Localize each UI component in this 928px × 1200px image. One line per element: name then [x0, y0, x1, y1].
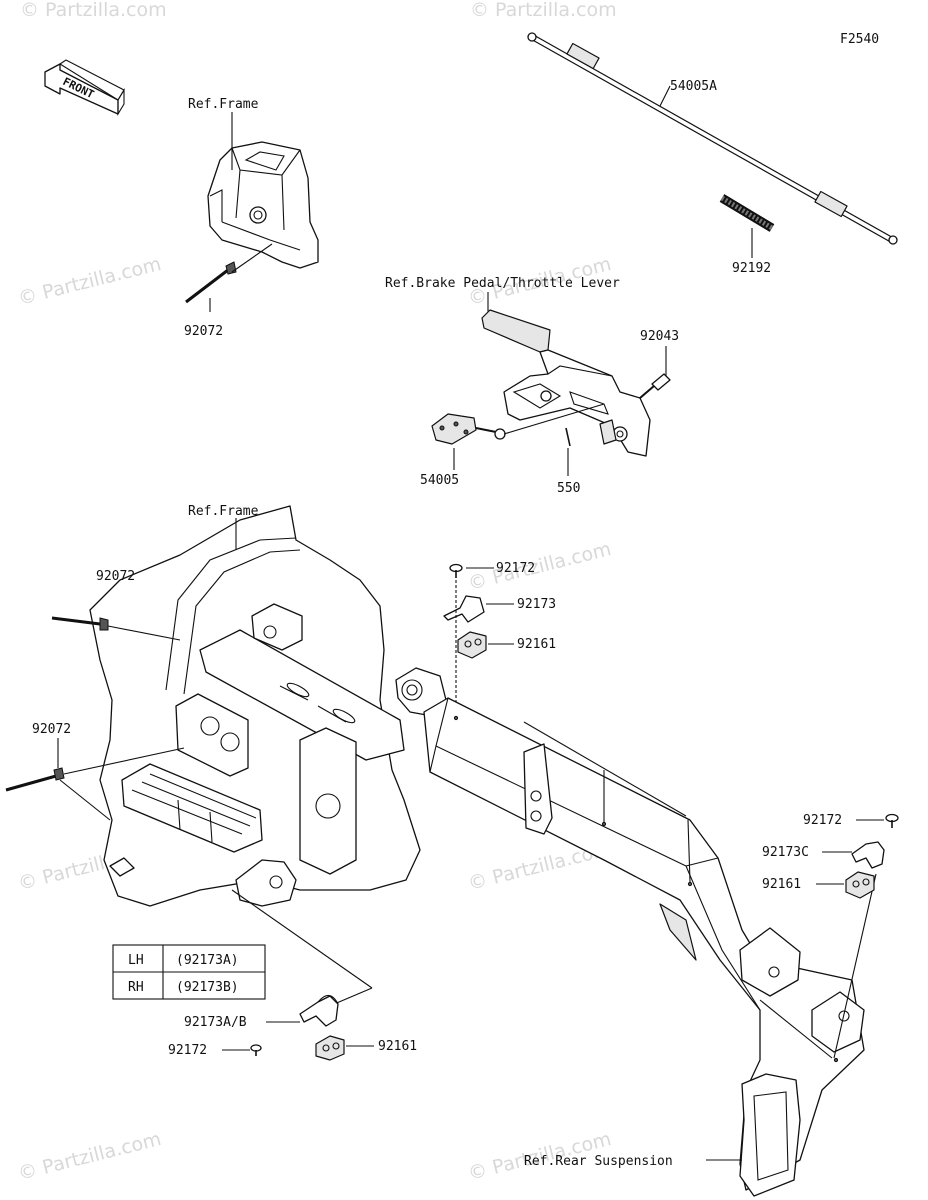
- watermark-text: © Partzilla.com: [16, 253, 164, 310]
- screw-92172-right: [885, 813, 899, 828]
- cable-assy-54005: [431, 403, 605, 445]
- table-side-rh: RH: [128, 980, 144, 995]
- ref-frame-top-label: Ref.Frame: [188, 97, 259, 112]
- ref-frame-main-label: Ref.Frame: [188, 504, 259, 519]
- part-label-92172-bottom: 92172: [168, 1043, 207, 1058]
- figure-code: F2540: [840, 32, 879, 47]
- clamp-92173c: [851, 841, 885, 869]
- front-arrow: FRONT: [44, 59, 125, 116]
- grommet-92161-right: [845, 871, 875, 899]
- side-table: LH (92173A) RH (92173B): [112, 944, 266, 1000]
- screw-92172-center: [449, 563, 463, 578]
- screw-92172-bottom: [250, 1044, 262, 1056]
- brake-pedal-lever: [481, 309, 651, 457]
- frame-bracket-top: [207, 141, 319, 269]
- part-label-92072-top: 92072: [184, 324, 223, 339]
- leader-line: [687, 819, 691, 883]
- ref-rear-suspension-label: Ref.Rear Suspension: [524, 1154, 673, 1169]
- part-label-92072-left-top: 92072: [96, 569, 135, 584]
- part-label-550: 550: [557, 481, 580, 496]
- leader-line: [231, 889, 373, 989]
- clamp-92173ab: [299, 994, 339, 1027]
- leader-line: [63, 747, 185, 775]
- watermark-text: © Partzilla.com: [470, 0, 617, 21]
- parking-brake-cable: [527, 32, 898, 245]
- rear-suspension-arm: [395, 667, 865, 1197]
- watermark-text: © Partzilla.com: [466, 538, 614, 595]
- cable-tie-clamp-left: [5, 767, 65, 792]
- part-label-92043: 92043: [640, 329, 679, 344]
- part-label-92161-bottom: 92161: [378, 1039, 417, 1054]
- clamp-92173-center: [443, 595, 485, 623]
- table-part-lh: (92173A): [176, 953, 239, 968]
- part-label-92172-right: 92172: [803, 813, 842, 828]
- bolt-92043: [639, 373, 671, 399]
- part-label-92072-left: 92072: [32, 722, 71, 737]
- part-label-92161-center: 92161: [517, 637, 556, 652]
- cable-tie-clamp-left-top: [51, 616, 109, 631]
- leader-line: [833, 873, 877, 1059]
- spring-92192: [719, 194, 775, 232]
- leader-line: [59, 779, 111, 821]
- cable-tie-clamp-top: [185, 261, 237, 304]
- part-label-92192: 92192: [732, 261, 771, 276]
- ref-brake-pedal-label: Ref.Brake Pedal/Throttle Lever: [385, 276, 620, 291]
- pin-550: [565, 427, 571, 447]
- watermark-text: © Partzilla.com: [20, 0, 167, 21]
- part-label-92172-center: 92172: [496, 561, 535, 576]
- table-part-rh: (92173B): [176, 980, 239, 995]
- leader-line: [759, 999, 833, 1059]
- leader-line: [107, 625, 181, 641]
- table-side-lh: LH: [128, 953, 144, 968]
- part-label-92173-center: 92173: [517, 597, 556, 612]
- main-frame: [89, 505, 421, 907]
- part-label-54005: 54005: [420, 473, 459, 488]
- part-label-92161-right: 92161: [762, 877, 801, 892]
- grommet-92161-center: [457, 631, 487, 659]
- leader-line: [523, 721, 687, 817]
- grommet-92161-bottom: [315, 1035, 345, 1061]
- part-label-92173c: 92173C: [762, 845, 809, 860]
- part-label-54005a: 54005A: [670, 79, 717, 94]
- part-label-92173ab: 92173A/B: [184, 1015, 247, 1030]
- leader-line: [659, 85, 671, 107]
- watermark-text: © Partzilla.com: [16, 1128, 164, 1185]
- leader-line: [231, 243, 273, 273]
